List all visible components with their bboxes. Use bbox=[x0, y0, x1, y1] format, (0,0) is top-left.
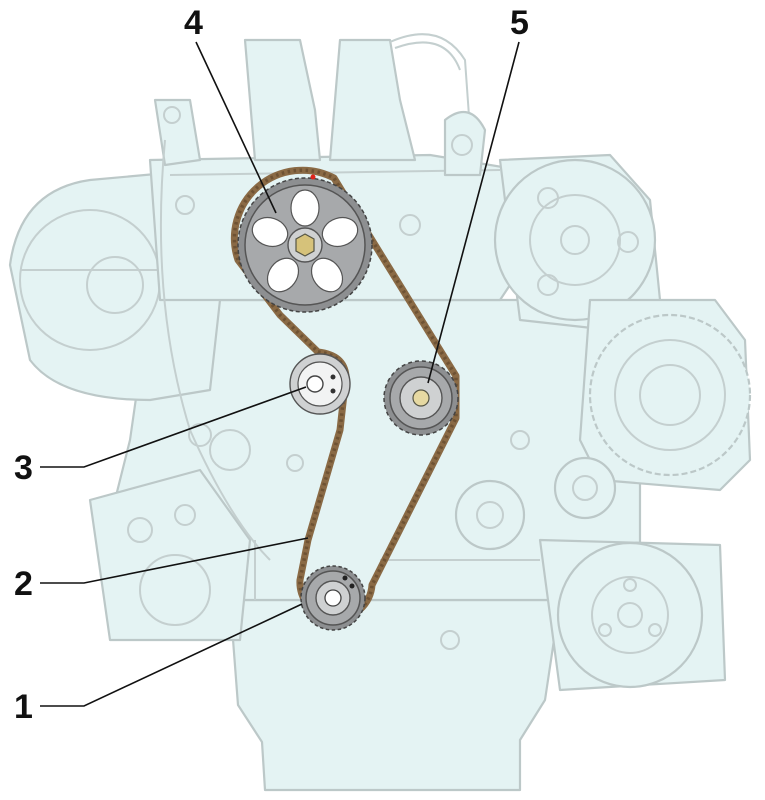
callout-labels: 1 2 3 4 5 bbox=[14, 4, 529, 726]
callout-label-5: 5 bbox=[510, 4, 529, 42]
leader-line-1 bbox=[40, 603, 303, 707]
callout-label-4: 4 bbox=[184, 4, 203, 42]
crankshaft-sprocket bbox=[300, 565, 366, 631]
engine-block bbox=[8, 33, 752, 792]
timing-mark bbox=[310, 174, 316, 180]
leader-line-2 bbox=[40, 537, 309, 584]
leader-lines bbox=[40, 41, 520, 707]
timing-belt-teeth bbox=[232, 168, 458, 621]
water-pump-sprocket bbox=[383, 360, 459, 436]
callout-label-3: 3 bbox=[14, 449, 33, 487]
leader-line-5 bbox=[427, 41, 520, 384]
camshaft-sprocket bbox=[237, 174, 373, 313]
callout-label-2: 2 bbox=[14, 565, 33, 603]
belt-tensioner bbox=[289, 353, 351, 415]
leader-line-4 bbox=[195, 41, 277, 214]
leader-line-3 bbox=[40, 386, 307, 468]
callout-label-1: 1 bbox=[14, 688, 33, 726]
